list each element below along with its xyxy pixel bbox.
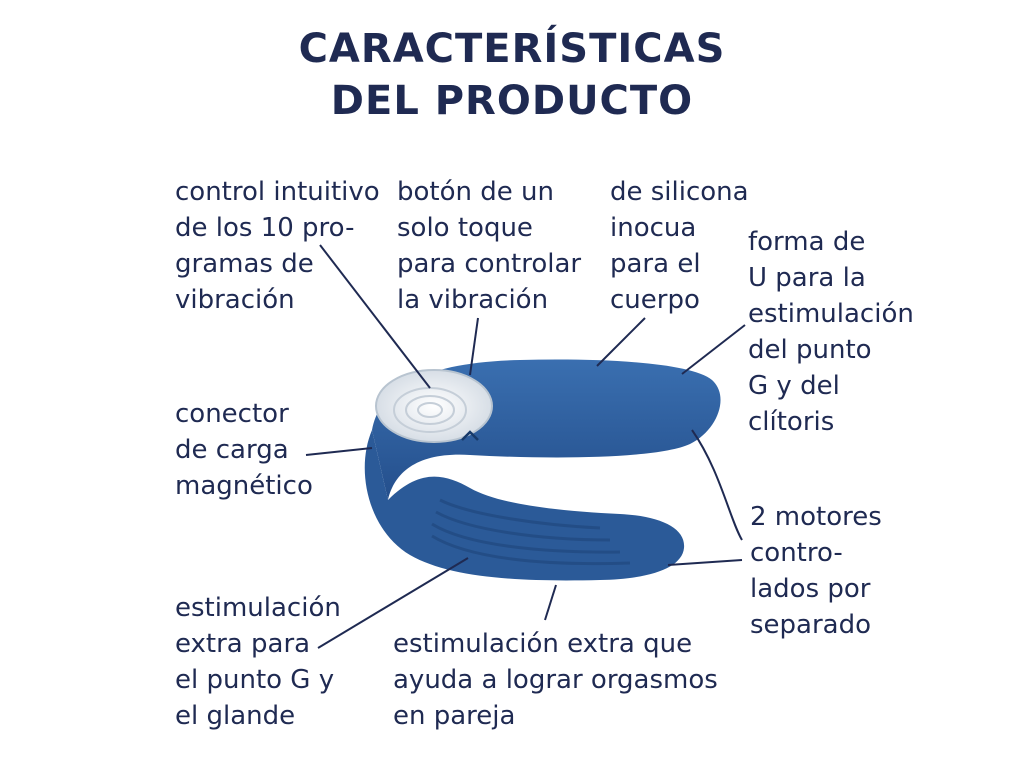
label-motores: 2 motores contro- lados por separado: [750, 499, 882, 643]
label-boton-un-toque: botón de un solo toque para controlar la…: [397, 174, 581, 318]
label-line: contro-: [750, 538, 843, 568]
label-line: para controlar: [397, 249, 582, 279]
product-ribs: [431, 498, 631, 566]
label-line: G y del: [748, 371, 840, 401]
label-line: solo toque: [397, 213, 533, 243]
label-line: de carga: [175, 435, 289, 465]
label-line: cuerpo: [610, 285, 700, 315]
label-line: separado: [750, 610, 872, 640]
label-line: botón de un: [397, 177, 554, 207]
leader-boton: [469, 317, 479, 376]
label-line: en pareja: [393, 701, 516, 731]
label-control-intuitivo: control intuitivo de los 10 pro- gramas …: [175, 174, 380, 318]
label-line: estimulación: [748, 299, 914, 329]
title-line-2: DEL PRODUCTO: [330, 78, 694, 124]
leader-lines: [305, 244, 746, 649]
leader-extra-g: [317, 557, 469, 649]
label-line: el glande: [175, 701, 296, 731]
label-conector-carga: conector de carga magnético: [175, 396, 313, 504]
label-line: inocua: [610, 213, 697, 243]
label-line: vibración: [175, 285, 295, 315]
leader-motores-b: [667, 559, 743, 566]
label-line: para el: [610, 249, 701, 279]
label-line: clítoris: [748, 407, 835, 437]
label-line: conector: [175, 399, 289, 429]
label-line: gramas de: [175, 249, 314, 279]
label-line: forma de: [748, 227, 866, 257]
label-line: ayuda a lograr orgasmos: [393, 665, 718, 695]
label-line: estimulación: [175, 593, 341, 623]
label-line: del punto: [748, 335, 872, 365]
chevron-mark: [461, 430, 479, 441]
leader-silicona: [596, 317, 646, 367]
label-line: estimulación extra que: [393, 629, 693, 659]
label-estimulacion-g: estimulación extra para el punto G y el …: [175, 590, 341, 734]
label-estimulacion-pareja: estimulación extra que ayuda a lograr or…: [393, 626, 718, 734]
label-line: extra para: [175, 629, 311, 659]
label-line: lados por: [750, 574, 871, 604]
label-silicona: de silicona inocua para el cuerpo: [610, 174, 749, 318]
leader-conector: [305, 447, 373, 456]
label-line: control intuitivo: [175, 177, 380, 207]
leader-control: [319, 244, 431, 389]
label-forma-u: forma de U para la estimulación del punt…: [748, 224, 914, 440]
label-line: de los 10 pro-: [175, 213, 355, 243]
title-line-1: CARACTERÍSTICAS: [298, 26, 726, 72]
leader-forma: [681, 324, 746, 375]
label-line: magnético: [175, 471, 313, 501]
label-line: el punto G y: [175, 665, 335, 695]
label-line: 2 motores: [750, 502, 882, 532]
leader-extra-pareja: [544, 584, 557, 621]
label-line: la vibración: [397, 285, 549, 315]
leader-motores-a: [691, 429, 743, 541]
label-line: de silicona: [610, 177, 749, 207]
one-touch-button: [375, 369, 493, 443]
label-line: U para la: [748, 263, 866, 293]
